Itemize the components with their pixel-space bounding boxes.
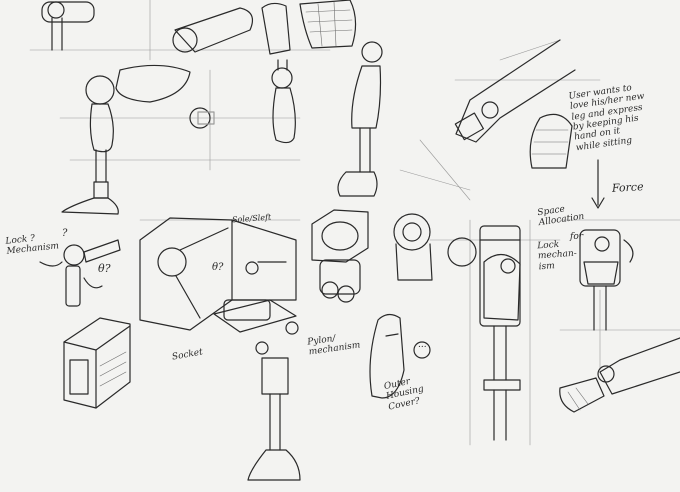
pylon-cylinder-sketch [311,209,369,303]
lock-mechanism-sketch [39,239,121,307]
bent-knee-sketch [559,337,680,413]
question-mark-label: ? [62,228,68,239]
exploded-knee-sketch [479,225,521,441]
socket-pylon-sketch [213,299,301,481]
block-mechanism-sketch [63,317,131,409]
leg-sketch-left [61,64,191,215]
thigh-knee-top [172,7,253,129]
hand-knee-sketch [454,39,605,209]
theta-label: θ? [98,262,111,275]
knee-fragment-top-left [41,1,95,51]
lock-knee-sketch [579,229,634,331]
ring-joint-sketch [393,213,477,281]
theta-label-2: θ? [212,262,224,273]
leg-sketch-right-top [299,0,383,197]
outer-housing-sketch [369,313,431,399]
lock-mechanism-label-2: Lock mechan- ism [536,239,578,273]
construction-lines [29,0,680,446]
leg-sketch-center [261,2,296,144]
dots-mark: ... [418,340,427,350]
force-label: Force [611,180,644,195]
for-label: for [570,232,584,242]
